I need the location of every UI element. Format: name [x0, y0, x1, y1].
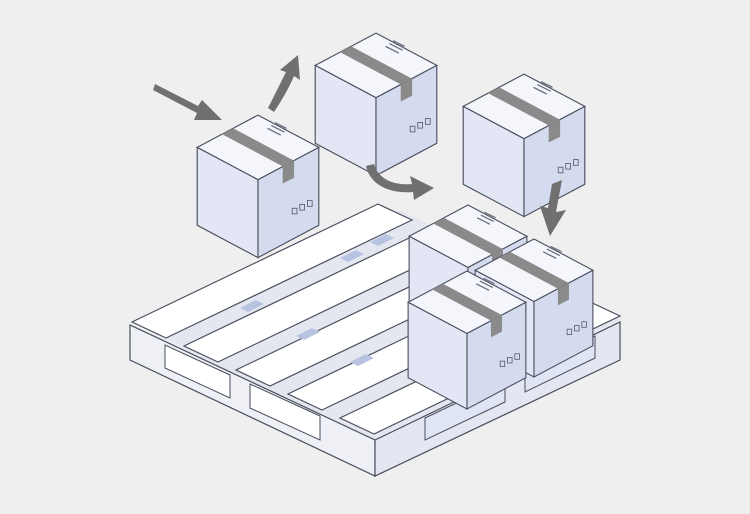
pallet-slot-1 — [164, 344, 231, 399]
pallet-shadow-5 — [370, 234, 394, 246]
arrow-right-down-icon — [153, 84, 222, 120]
pallet-shadow-3 — [350, 354, 374, 366]
pallet-shadow-2 — [296, 328, 320, 340]
pallet-shadow-1 — [240, 300, 264, 312]
box-floating-center — [314, 32, 438, 177]
pallet-slot-2 — [249, 383, 321, 441]
pallet-shadow-4 — [340, 250, 364, 262]
box-floating-right — [462, 73, 586, 218]
box-floating-left — [196, 114, 320, 259]
arrow-curved-up-icon — [268, 55, 300, 112]
arrows — [153, 55, 566, 236]
arrow-down-icon — [540, 180, 566, 236]
pallet-board-1 — [130, 203, 414, 339]
arrow-curved-right-icon — [366, 164, 434, 200]
